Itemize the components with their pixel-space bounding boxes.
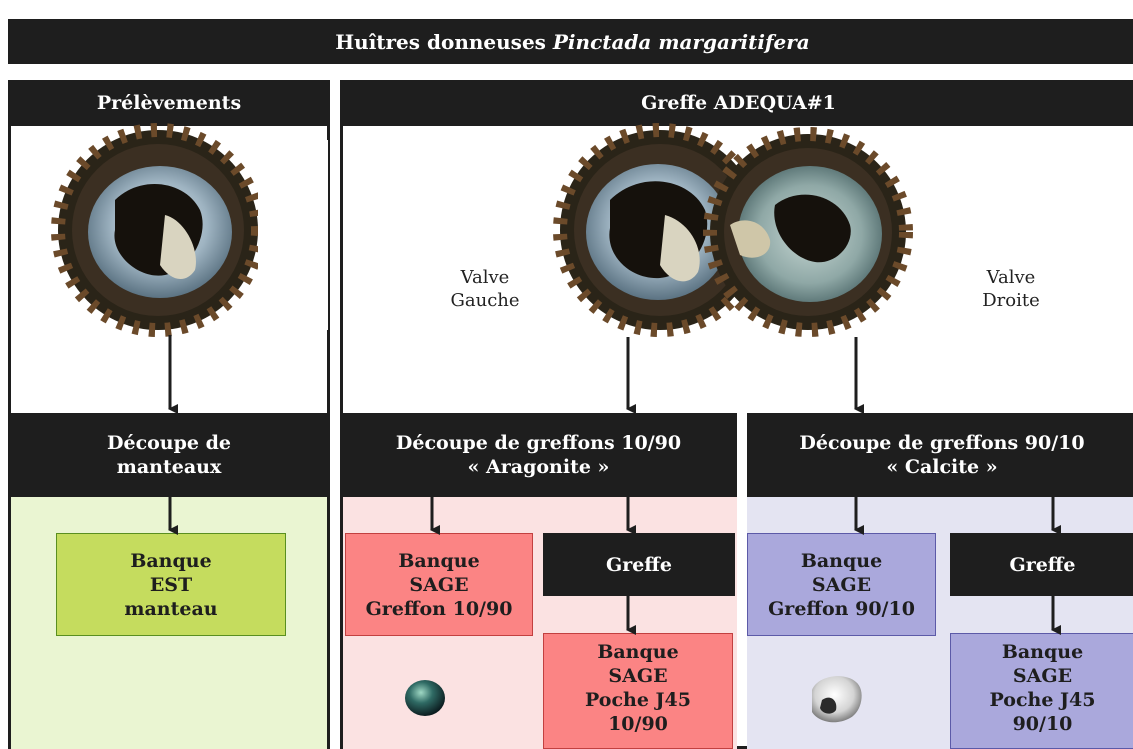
left-oyster-image bbox=[58, 130, 328, 330]
aragonite-pearl-image bbox=[405, 680, 445, 716]
calcite-pearl-image bbox=[812, 676, 862, 722]
right-oyster-image bbox=[560, 130, 906, 330]
flow-arrows bbox=[170, 335, 1053, 630]
